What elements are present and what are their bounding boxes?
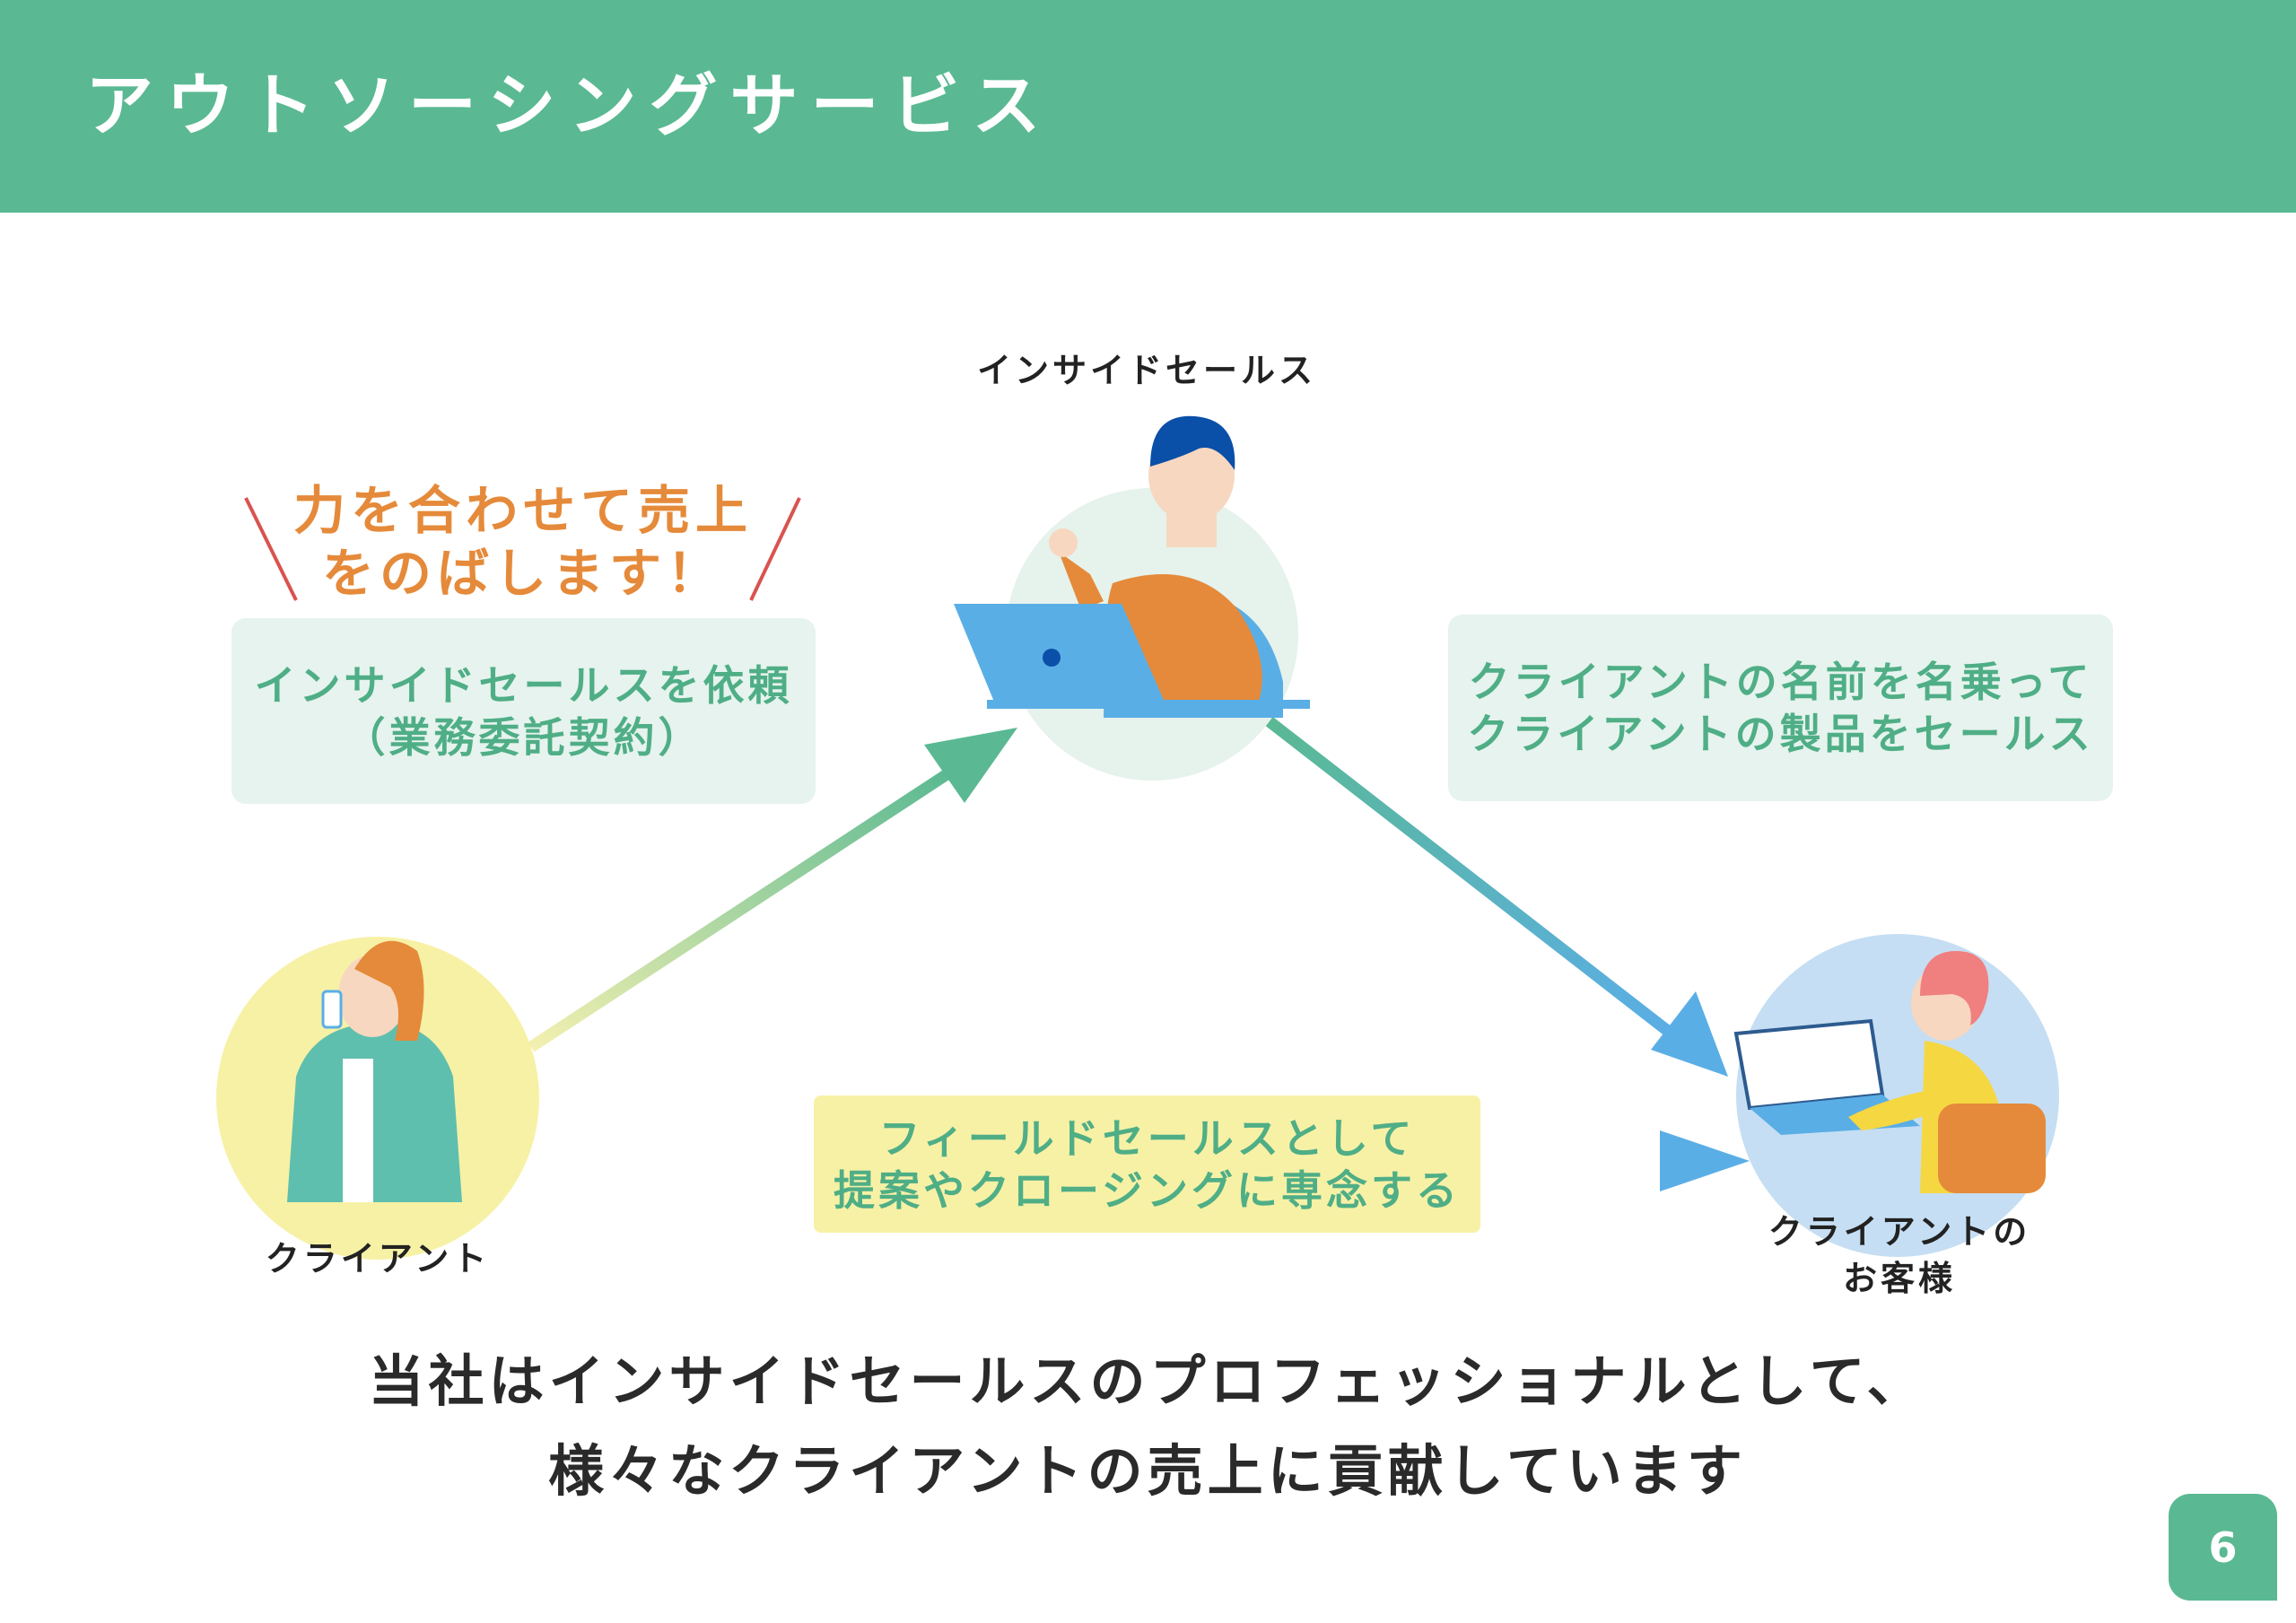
sell-line: クライアントの名前を名乗って bbox=[1468, 658, 2093, 706]
request-line: （業務委託契約） bbox=[344, 712, 703, 762]
summary-line: 様々なクライアントの売上に貢献しています bbox=[548, 1438, 1747, 1504]
callout-line: をのばします！ bbox=[321, 543, 725, 604]
customer-person-illustration bbox=[1733, 934, 2059, 1257]
client-person-illustration bbox=[216, 937, 539, 1260]
callout-text: 力を合わせて売上 をのばします！ bbox=[293, 479, 753, 605]
customer-label: クライアントの お客様 bbox=[1768, 1209, 2030, 1302]
page-title: アウトソーシングサービス bbox=[85, 65, 1053, 145]
arrow-client-to-insidesales bbox=[528, 728, 1017, 1052]
summary-line: 当社はインサイドセールスのプロフェッショナルとして、 bbox=[368, 1348, 1927, 1414]
sell-line: クライアントの製品をセールス bbox=[1467, 710, 2094, 758]
request-line: インサイドセールスを依頼 bbox=[254, 660, 793, 710]
customer-label-line: クライアントの bbox=[1768, 1212, 2031, 1252]
callout-line: 力を合わせて売上 bbox=[292, 480, 754, 541]
request-box: インサイドセールスを依頼 （業務委託契約） bbox=[231, 618, 816, 804]
page-number: 6 bbox=[2169, 1494, 2277, 1601]
customer-label-line: お客様 bbox=[1842, 1259, 1957, 1298]
field-sales-box: フィールドセールスとして 提案やクロージングに専念する bbox=[814, 1095, 1480, 1233]
inside-sales-person-illustration bbox=[954, 415, 1310, 781]
callout-slash-left bbox=[244, 497, 298, 601]
client-label: クライアント bbox=[265, 1239, 491, 1278]
field-line: 提案やクロージングに専念する bbox=[833, 1165, 1462, 1215]
field-line: フィールドセールスとして bbox=[878, 1113, 1416, 1163]
arrow-insidesales-to-customer bbox=[1255, 708, 1728, 1077]
callout-slash-right bbox=[749, 497, 801, 601]
inside-sales-label: インサイドセールス bbox=[976, 351, 1317, 390]
header-bar: アウトソーシングサービス bbox=[0, 0, 2296, 213]
sell-box: クライアントの名前を名乗って クライアントの製品をセールス bbox=[1448, 615, 2113, 801]
summary-text: 当社はインサイドセールスのプロフェッショナルとして、 様々なクライアントの売上に… bbox=[368, 1337, 1926, 1516]
